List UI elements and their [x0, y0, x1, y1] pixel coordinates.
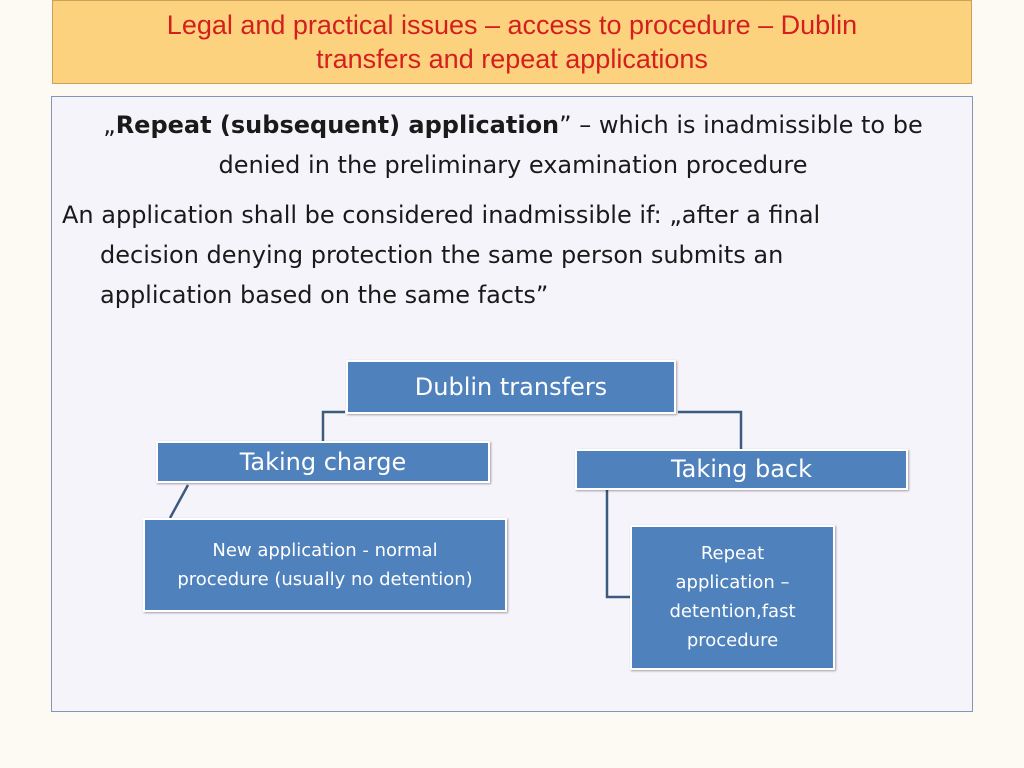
new-application-line-2: procedure (usually no detention)	[177, 569, 473, 590]
node-taking-back-label: Taking back	[670, 455, 813, 483]
definition-line-2: denied in the preliminary examination pr…	[218, 151, 808, 179]
connector-right-child	[605, 490, 631, 599]
node-dublin-transfers-label: Dublin transfers	[414, 373, 608, 401]
node-taking-back: Taking back	[575, 449, 908, 490]
rule-line-1: An application shall be considered inadm…	[62, 201, 821, 229]
definition-paragraph: „Repeat (subsequent) application” – whic…	[52, 105, 974, 185]
connector-left-child	[168, 484, 190, 519]
slide-title: Legal and practical issues – access to p…	[52, 0, 972, 84]
connector-root-right	[678, 410, 743, 451]
connector-root-left	[321, 410, 345, 442]
new-application-line-1: New application - normal	[212, 540, 438, 561]
repeat-application-line-4: procedure	[686, 630, 779, 651]
node-new-application: New application - normal procedure (usua…	[143, 518, 507, 612]
node-repeat-application: Repeat application – detention,fast proc…	[630, 525, 835, 670]
rule-line-3: application based on the same facts”	[100, 281, 549, 309]
slide-title-line-2: transfers and repeat applications	[316, 44, 708, 74]
repeat-application-line-3: detention,fast	[669, 601, 796, 622]
definition-term: Repeat (subsequent) application	[115, 111, 560, 139]
rule-paragraph: An application shall be considered inadm…	[62, 195, 980, 315]
rule-line-2: decision denying protection the same per…	[100, 241, 784, 269]
node-taking-charge-label: Taking charge	[239, 448, 407, 476]
repeat-application-line-1: Repeat	[700, 543, 765, 564]
slide-title-line-1: Legal and practical issues – access to p…	[166, 10, 858, 40]
definition-rest-1: ” – which is inadmissible to be	[559, 111, 923, 139]
repeat-application-line-2: application –	[675, 572, 790, 593]
definition-line-1: „Repeat (subsequent) application” – whic…	[52, 105, 974, 145]
node-dublin-transfers: Dublin transfers	[346, 360, 676, 414]
node-taking-charge: Taking charge	[156, 441, 490, 483]
open-quote: „	[103, 111, 116, 139]
